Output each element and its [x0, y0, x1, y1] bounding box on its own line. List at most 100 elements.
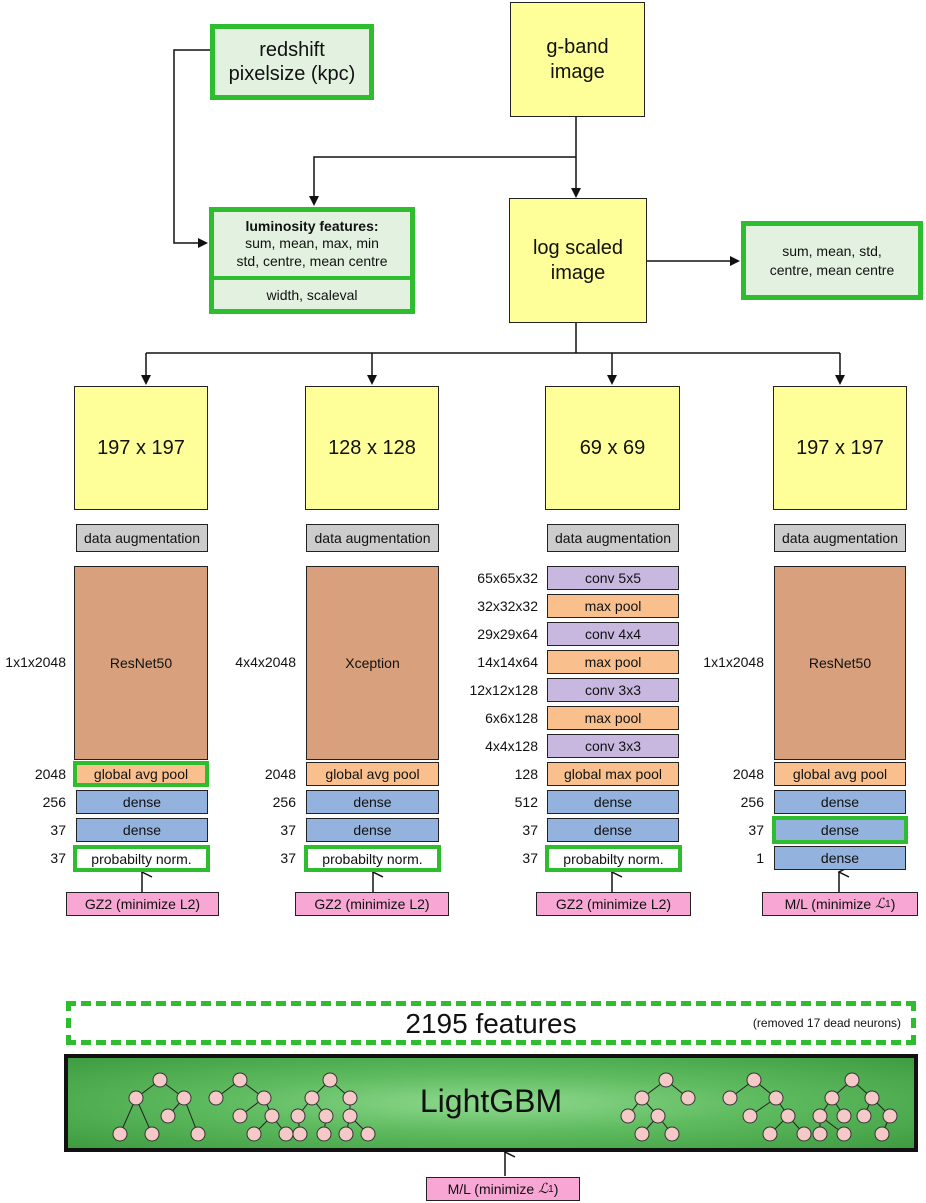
col2-dense2-dim: 37	[280, 822, 296, 838]
col4-target-suffix: )	[890, 896, 896, 912]
col1-dense1: dense	[76, 790, 208, 814]
tree-node	[278, 1126, 294, 1142]
tree-node	[232, 1072, 248, 1088]
col3-dense1-dim: 512	[514, 794, 538, 810]
col2-backbone: Xception	[306, 566, 439, 760]
luminosity-divider	[214, 276, 410, 280]
tree-node	[342, 1090, 358, 1106]
tree-node	[844, 1072, 860, 1088]
col1-dense1-dim: 256	[42, 794, 66, 810]
lightgbm-target-suffix: )	[553, 1181, 559, 1197]
col3-layer-7: conv 3x3	[547, 734, 679, 758]
tree-node	[864, 1090, 880, 1106]
tree-node	[680, 1090, 696, 1106]
col2-backbone-dim: 4x4x2048	[235, 654, 296, 670]
col3-layer-4: max pool	[547, 650, 679, 674]
col4-last-dim: 1	[756, 850, 764, 866]
tree-node	[874, 1126, 890, 1142]
luminosity-features-box: luminosity features: sum, mean, max, min…	[209, 207, 415, 314]
col4-input: 197 x 197	[773, 386, 907, 510]
col2-dense1-dim: 256	[272, 794, 296, 810]
tree-node	[318, 1108, 334, 1124]
col3-layer-2-dim: 32x32x32	[477, 598, 538, 614]
tree-node	[824, 1090, 840, 1106]
tree-node	[128, 1090, 144, 1106]
tree-node	[746, 1072, 762, 1088]
tree-node	[338, 1126, 354, 1142]
tree-node	[856, 1108, 872, 1124]
tree-node	[290, 1108, 306, 1124]
tree-node	[208, 1090, 224, 1106]
col3-layer-5-dim: 12x12x128	[469, 682, 538, 698]
features-count: 2195 features	[405, 1008, 577, 1039]
col1-augment: data augmentation	[76, 524, 208, 552]
tree-node	[152, 1072, 168, 1088]
decision-trees	[112, 1072, 898, 1142]
col4-dense1: dense	[774, 790, 906, 814]
tree-node	[650, 1108, 666, 1124]
tree-node	[232, 1108, 248, 1124]
col1-backbone-dim: 1x1x2048	[5, 654, 66, 670]
col4-backbone-dim: 1x1x2048	[703, 654, 764, 670]
luminosity-features-top: luminosity features: sum, mean, max, min…	[214, 212, 410, 276]
tree-node	[812, 1126, 828, 1142]
col1-dense2-dim: 37	[50, 822, 66, 838]
col3-pool-dim: 128	[514, 766, 538, 782]
tree-node	[264, 1108, 280, 1124]
lightgbm-target-prefix: M/L (minimize	[447, 1181, 539, 1197]
col1-target: GZ2 (minimize L2)	[66, 892, 219, 916]
features-bar: 2195 features (removed 17 dead neurons)	[66, 1001, 916, 1045]
col4-dense2-dim: 37	[748, 822, 764, 838]
tree-node	[620, 1108, 636, 1124]
lightgbm-target-symbol: ℒ	[538, 1181, 549, 1197]
tree-node	[634, 1126, 650, 1142]
col3-last-dim: 37	[522, 850, 538, 866]
col4-target-symbol: ℒ	[875, 896, 886, 912]
tree-node	[796, 1126, 812, 1142]
col2-last: probabilty norm.	[304, 845, 441, 872]
luminosity-title: luminosity features:	[245, 218, 379, 234]
tree-node	[664, 1126, 680, 1142]
col3-dense1: dense	[547, 790, 679, 814]
tree-node	[160, 1108, 176, 1124]
col1-dense2: dense	[76, 818, 208, 842]
col3-dense2: dense	[547, 818, 679, 842]
col2-target: GZ2 (minimize L2)	[295, 892, 449, 916]
col1-last-dim: 37	[50, 850, 66, 866]
tree-node	[342, 1108, 358, 1124]
lightgbm-target-sub: 1	[548, 1183, 554, 1195]
col4-target-sub: 1	[885, 898, 891, 910]
tree-node	[836, 1108, 852, 1124]
tree-node	[360, 1126, 376, 1142]
col3-layer-6-dim: 6x6x128	[485, 710, 538, 726]
tree-node	[304, 1090, 320, 1106]
col1-backbone: ResNet50	[74, 566, 208, 760]
col2-dense1: dense	[306, 790, 439, 814]
col2-last-dim: 37	[280, 850, 296, 866]
col2-input: 128 x 128	[305, 386, 439, 510]
col4-backbone: ResNet50	[774, 566, 906, 760]
col1-input: 197 x 197	[74, 386, 208, 510]
tree-node	[780, 1108, 796, 1124]
tree-node	[768, 1090, 784, 1106]
lightgbm-label: LightGBM	[419, 1083, 563, 1119]
tree-node	[256, 1090, 272, 1106]
col4-dense2: dense	[772, 816, 908, 844]
luminosity-extra: width, scaleval	[266, 286, 358, 303]
col3-layer-2: max pool	[547, 594, 679, 618]
col3-layer-1: conv 5x5	[547, 566, 679, 590]
col3-layer-7-dim: 4x4x128	[485, 738, 538, 754]
tree-node	[316, 1126, 332, 1142]
tree-node	[176, 1090, 192, 1106]
tree-node	[762, 1126, 778, 1142]
col4-last: dense	[774, 846, 906, 870]
gband-image-box: g-band image	[510, 2, 645, 117]
luminosity-body: sum, mean, max, min std, centre, mean ce…	[236, 235, 388, 269]
col3-input: 69 x 69	[545, 386, 680, 510]
col3-layer-1-dim: 65x65x32	[477, 570, 538, 586]
col4-target-prefix: M/L (minimize	[784, 896, 876, 912]
col3-pool: global max pool	[547, 762, 679, 786]
